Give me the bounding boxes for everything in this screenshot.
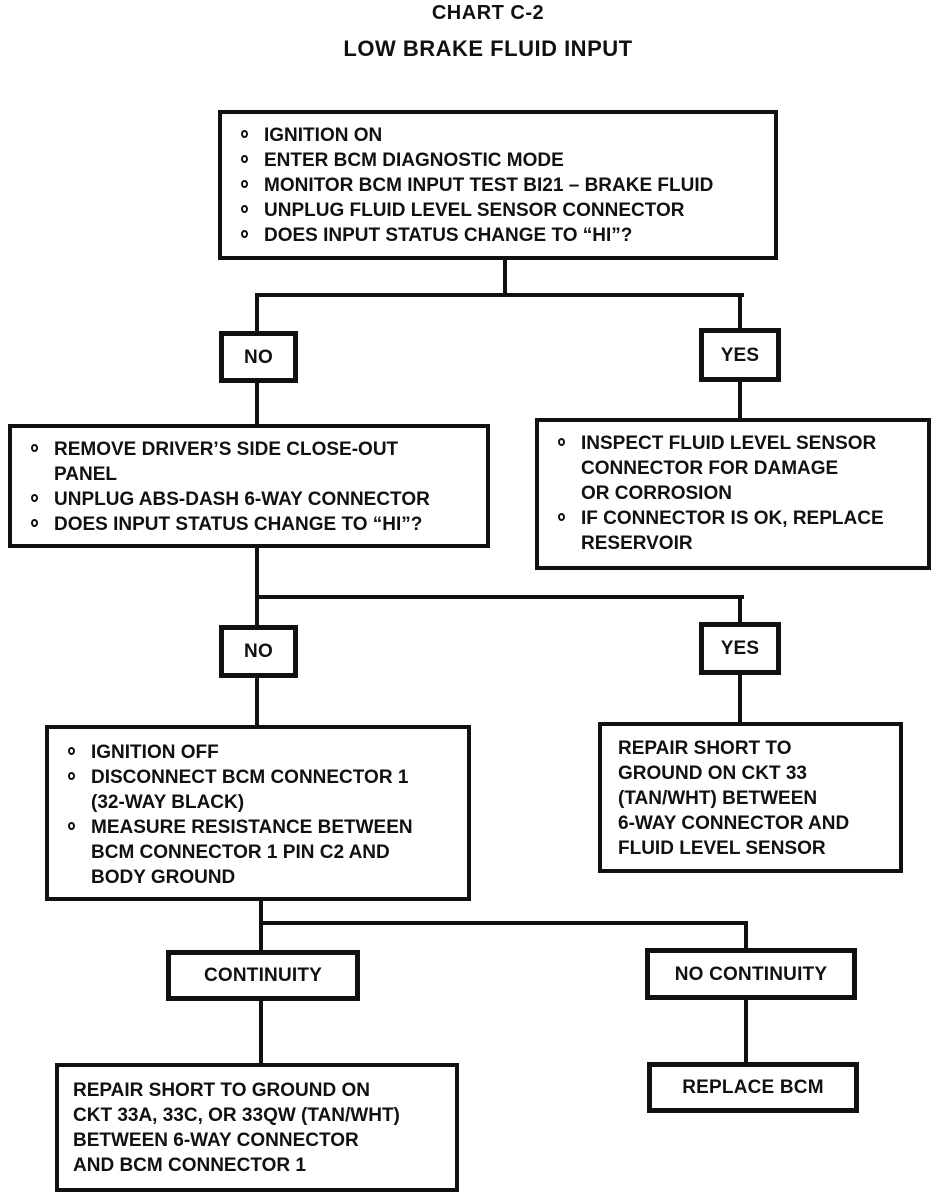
list-item: REMOVE DRIVER’S SIDE CLOSE-OUT PANEL <box>26 437 478 487</box>
node-repair-ckt33: REPAIR SHORT TO GROUND ON CKT 33 (TAN/WH… <box>598 722 903 873</box>
list-item: DISCONNECT BCM CONNECTOR 1 (32-WAY BLACK… <box>63 765 459 815</box>
bullet-icon <box>31 519 38 527</box>
node-no-1: NO <box>219 331 298 383</box>
step-text: INSPECT FLUID LEVEL SENSOR CONNECTOR FOR… <box>581 433 877 504</box>
connector-line <box>259 921 748 925</box>
list-item: IGNITION OFF <box>63 740 459 765</box>
bullet-icon <box>241 205 248 213</box>
connector-line <box>744 997 748 1064</box>
action-label: REPLACE BCM <box>682 1077 824 1098</box>
connector-line <box>738 293 742 331</box>
connector-line <box>255 595 259 627</box>
step-text: DOES INPUT STATUS CHANGE TO “HI”? <box>264 225 633 246</box>
node-no-continuity: NO CONTINUITY <box>645 948 857 1000</box>
step-text: ENTER BCM DIAGNOSTIC MODE <box>264 150 564 171</box>
node-no-2: NO <box>219 625 298 678</box>
list-item: MEASURE RESISTANCE BETWEEN BCM CONNECTOR… <box>63 815 459 890</box>
step-text: DISCONNECT BCM CONNECTOR 1 (32-WAY BLACK… <box>91 767 409 813</box>
connector-line <box>259 921 263 952</box>
connector-line <box>503 258 507 297</box>
step-text: MEASURE RESISTANCE BETWEEN BCM CONNECTOR… <box>91 817 413 888</box>
decision-label: YES <box>720 638 760 659</box>
node-inspect: INSPECT FLUID LEVEL SENSOR CONNECTOR FOR… <box>535 418 931 570</box>
connector-line <box>255 675 259 727</box>
bullet-icon <box>31 494 38 502</box>
page-subtitle: LOW BRAKE FLUID INPUT <box>343 36 633 61</box>
step-text: REMOVE DRIVER’S SIDE CLOSE-OUT PANEL <box>54 439 399 485</box>
connector-line <box>255 595 744 599</box>
list-item: ENTER BCM DIAGNOSTIC MODE <box>236 148 766 173</box>
bullet-icon <box>241 155 248 163</box>
step-text: DOES INPUT STATUS CHANGE TO “HI”? <box>54 514 423 535</box>
inspect-checklist: INSPECT FLUID LEVEL SENSOR CONNECTOR FOR… <box>553 431 919 556</box>
decision-label: NO <box>244 346 273 368</box>
connector-line <box>259 897 263 925</box>
action-text: REPAIR SHORT TO GROUND ON CKT 33 (TAN/WH… <box>618 738 850 859</box>
step-text: MONITOR BCM INPUT TEST BI21 – BRAKE FLUI… <box>264 175 714 196</box>
connector-line <box>738 595 742 624</box>
bullet-icon <box>241 230 248 238</box>
list-item: INSPECT FLUID LEVEL SENSOR CONNECTOR FOR… <box>553 431 919 506</box>
list-item: UNPLUG FLUID LEVEL SENSOR CONNECTOR <box>236 198 766 223</box>
list-item: IF CONNECTOR IS OK, REPLACE RESERVOIR <box>553 506 919 556</box>
bullet-icon <box>241 130 248 138</box>
connector-line <box>255 545 259 599</box>
step-text: IGNITION OFF <box>91 742 219 763</box>
bullet-icon <box>558 513 565 521</box>
node-step1: IGNITION ON ENTER BCM DIAGNOSTIC MODE MO… <box>218 110 778 260</box>
node-step3: IGNITION OFF DISCONNECT BCM CONNECTOR 1 … <box>45 725 471 901</box>
step-text: UNPLUG ABS-DASH 6-WAY CONNECTOR <box>54 489 430 510</box>
list-item: DOES INPUT STATUS CHANGE TO “HI”? <box>236 223 766 248</box>
bullet-icon <box>68 822 75 830</box>
connector-line <box>255 293 744 297</box>
decision-label: YES <box>720 344 760 366</box>
list-item: IGNITION ON <box>236 123 766 148</box>
step3-checklist: IGNITION OFF DISCONNECT BCM CONNECTOR 1 … <box>63 740 459 890</box>
bullet-icon <box>68 772 75 780</box>
connector-line <box>255 293 259 333</box>
list-item: MONITOR BCM INPUT TEST BI21 – BRAKE FLUI… <box>236 173 766 198</box>
step-text: IF CONNECTOR IS OK, REPLACE RESERVOIR <box>581 508 884 554</box>
connector-line <box>744 921 748 950</box>
connector-line <box>259 998 263 1065</box>
bullet-icon <box>68 747 75 755</box>
node-yes-2: YES <box>699 622 781 675</box>
node-continuity: CONTINUITY <box>166 950 360 1001</box>
node-step2: REMOVE DRIVER’S SIDE CLOSE-OUT PANEL UNP… <box>8 424 490 548</box>
list-item: UNPLUG ABS-DASH 6-WAY CONNECTOR <box>26 487 478 512</box>
step2-checklist: REMOVE DRIVER’S SIDE CLOSE-OUT PANEL UNP… <box>26 437 478 537</box>
bullet-icon <box>558 438 565 446</box>
bullet-icon <box>31 444 38 452</box>
connector-line <box>255 380 259 426</box>
bullet-icon <box>241 180 248 188</box>
action-text: REPAIR SHORT TO GROUND ON CKT 33A, 33C, … <box>73 1080 400 1176</box>
node-replace-bcm: REPLACE BCM <box>647 1062 859 1113</box>
node-yes-1: YES <box>699 328 781 382</box>
list-item: DOES INPUT STATUS CHANGE TO “HI”? <box>26 512 478 537</box>
step1-checklist: IGNITION ON ENTER BCM DIAGNOSTIC MODE MO… <box>236 123 766 248</box>
step-text: UNPLUG FLUID LEVEL SENSOR CONNECTOR <box>264 200 685 221</box>
connector-line <box>738 379 742 420</box>
decision-label: NO <box>244 641 273 662</box>
decision-label: NO CONTINUITY <box>674 963 828 985</box>
decision-label: CONTINUITY <box>203 965 323 986</box>
page-title: CHART C-2 <box>431 2 545 24</box>
connector-line <box>738 672 742 724</box>
step-text: IGNITION ON <box>264 125 383 146</box>
node-repair-ckt33a: REPAIR SHORT TO GROUND ON CKT 33A, 33C, … <box>55 1063 459 1192</box>
